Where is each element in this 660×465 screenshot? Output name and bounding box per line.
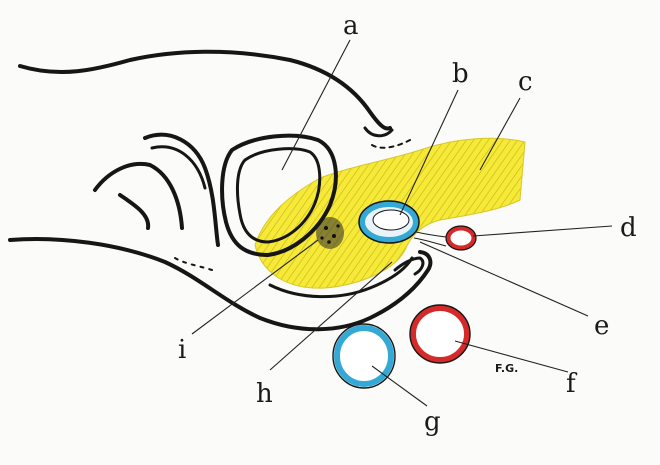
label-i: i (178, 335, 186, 365)
outer-outline-dashes (372, 140, 410, 148)
left-fold-outer (95, 164, 182, 228)
label-d: d (620, 213, 637, 243)
structure-f-ring (413, 308, 467, 360)
label-e: e (594, 311, 609, 341)
artist-signature: F.G. (495, 362, 518, 375)
structure-b-center (373, 210, 409, 230)
left-fold-hook (120, 195, 148, 228)
label-a: a (343, 11, 359, 41)
leader-d (473, 226, 612, 236)
outer-outline-upper (20, 52, 390, 129)
label-f: f (566, 369, 578, 399)
label-c: c (518, 67, 533, 97)
structure-g-ring (337, 328, 391, 384)
label-b: b (452, 59, 469, 89)
structure-d-ring (448, 228, 474, 248)
label-h: h (256, 379, 273, 409)
label-g: g (424, 407, 441, 437)
connector-lines (414, 232, 446, 246)
leader-g (372, 366, 427, 406)
